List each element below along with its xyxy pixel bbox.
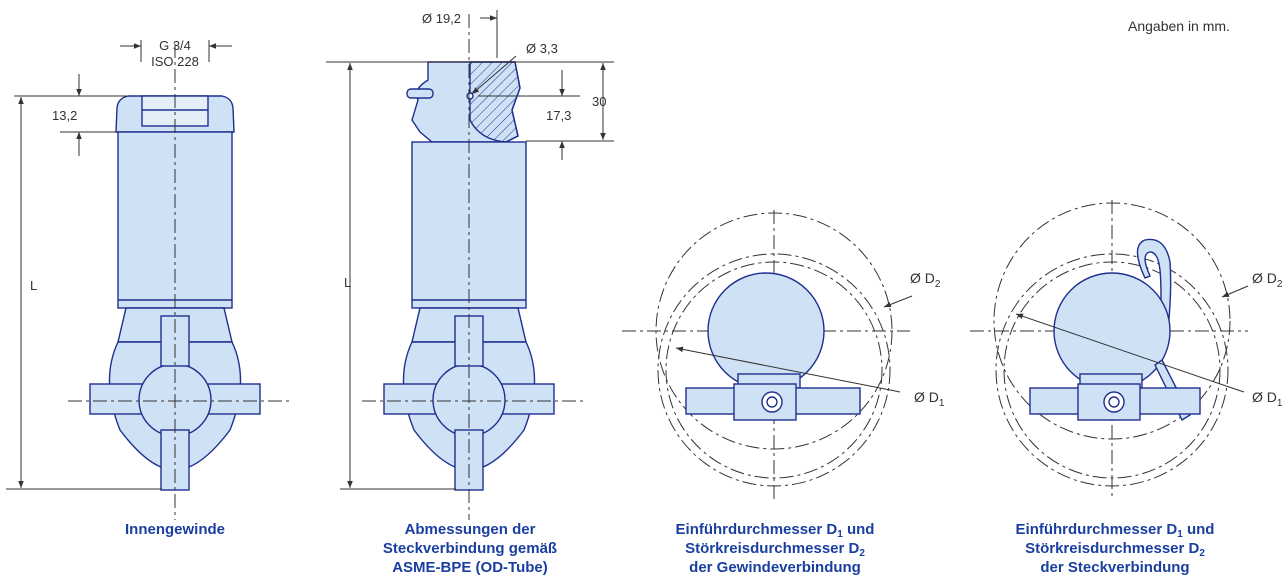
caption-innengewinde-text: Innengewinde [124, 521, 225, 538]
steck-top-label-d2-sub: 2 [1277, 279, 1282, 290]
gewinde-top-label-d2-main: Ø D [910, 270, 935, 286]
innengewinde-centerlines [68, 44, 290, 520]
caption-steck-top-line1: Einführdurchmesser D1 und [980, 520, 1250, 540]
gewinde-top-label-d2-sub: 2 [935, 279, 941, 290]
caption-gewinde-top-c: Störkreisdurchmesser D [685, 540, 860, 557]
steck-top-label-d1: Ø D1 [1252, 389, 1282, 409]
steck-dim-d3-3: Ø 3,3 [526, 41, 558, 56]
caption-steck-top-line3: der Steckverbindung [1040, 559, 1190, 576]
steck-top-label-d2-main: Ø D [1252, 270, 1277, 286]
steck-top-dimensions [1015, 285, 1249, 393]
caption-gewinde-top: Einführdurchmesser D1 und Störkreisdurch… [640, 520, 910, 577]
caption-gewinde-top-b: und [842, 521, 875, 538]
innengewinde-dim-L: L [30, 278, 37, 293]
steck-pin [406, 88, 434, 99]
caption-steck-top-line2: Störkreisdurchmesser D2 [980, 539, 1250, 559]
gewinde-top-label-d2: Ø D2 [910, 270, 941, 290]
steck-dimensions [326, 10, 614, 490]
caption-gewinde-top-line3: der Gewindeverbindung [689, 559, 861, 576]
caption-innengewinde: Innengewinde [85, 520, 265, 539]
innengewinde-thread-label-2: ISO 228 [151, 54, 199, 69]
gewinde-top-dimensions [675, 295, 913, 393]
caption-gewinde-top-line1: Einführdurchmesser D1 und [640, 520, 910, 540]
steck-dim-d19-2: Ø 19,2 [422, 11, 461, 26]
caption-gewinde-top-a: Einführdurchmesser D [675, 521, 838, 538]
gewinde-top-label-d1: Ø D1 [914, 389, 945, 409]
steck-top-body [1029, 238, 1201, 422]
caption-gewinde-top-sub1: 1 [837, 529, 843, 540]
caption-steck-line1: Abmessungen der [404, 521, 536, 538]
steck-dim-17-3: 17,3 [546, 108, 571, 123]
steck-top-label-d1-main: Ø D [1252, 389, 1277, 405]
caption-steck-top-a: Einführdurchmesser D [1015, 521, 1178, 538]
gewinde-top-body [685, 272, 861, 421]
caption-steckverbindung: Abmessungen der Steckverbindung gemäß AS… [350, 520, 590, 577]
innengewinde-dimensions [6, 40, 232, 490]
steck-top-label-d1-sub: 1 [1277, 398, 1282, 409]
caption-steck-top: Einführdurchmesser D1 und Störkreisdurch… [980, 520, 1250, 577]
caption-steck-line3: ASME-BPE (OD-Tube) [392, 559, 548, 576]
steck-dim-30: 30 [592, 94, 606, 109]
caption-steck-top-sub1: 1 [1177, 529, 1183, 540]
innengewinde-dim-13-2: 13,2 [52, 108, 77, 123]
caption-gewinde-top-line2: Störkreisdurchmesser D2 [640, 539, 910, 559]
steck-centerlines [362, 14, 584, 520]
gewinde-top-label-d1-sub: 1 [939, 398, 945, 409]
caption-gewinde-top-sub2: 2 [859, 548, 865, 559]
steck-hatched-section [469, 61, 521, 143]
caption-steck-top-b: und [1182, 521, 1215, 538]
caption-steck-line2: Steckverbindung gemäß [382, 540, 558, 557]
steck-dim-L: L [344, 275, 351, 290]
caption-steck-top-c: Störkreisdurchmesser D [1025, 540, 1200, 557]
innengewinde-thread-label-1: G 3/4 [159, 38, 191, 53]
steck-top-label-d2: Ø D2 [1252, 270, 1282, 290]
gewinde-top-label-d1-main: Ø D [914, 389, 939, 405]
caption-steck-top-sub2: 2 [1199, 548, 1205, 559]
units-note: Angaben in mm. [1128, 18, 1230, 34]
